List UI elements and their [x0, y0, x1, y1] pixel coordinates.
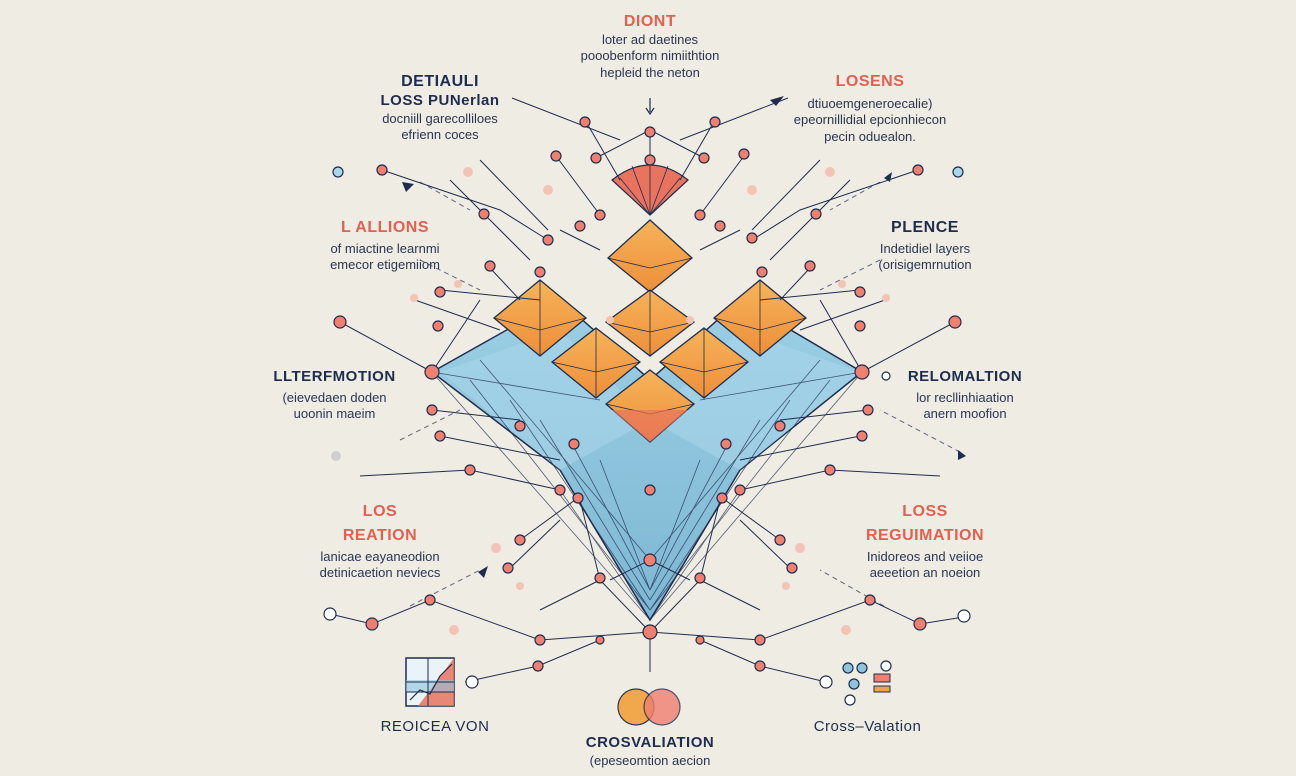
outer-connection-lines — [329, 97, 971, 683]
label-bottom-right-title: Cross–Valation — [813, 718, 922, 735]
label-top-right-line2: epeornillidial epcionhiecon — [793, 112, 947, 128]
label-top-right: LOSENS dtiuoemgeneroecalie) epeornillidi… — [760, 72, 980, 145]
terminal-nodes — [323, 166, 971, 689]
label-right-line2: anern moofion — [923, 406, 1007, 421]
label-top-line1: loter ad daetines — [601, 32, 699, 47]
label-low-right-title2: REGUIMATION — [865, 527, 985, 544]
label-left-title: LLTERFMOTION — [273, 368, 396, 385]
label-top-left: DETIAULI LOSS PUNerlan docniill garecoll… — [340, 72, 540, 143]
label-top-left-line1: docniill garecolliloes — [382, 110, 498, 126]
label-low-left-title: LOS — [362, 503, 398, 520]
diamond-right-outer — [712, 279, 808, 357]
label-top-left-title: DETIAULI — [401, 73, 479, 90]
label-top-right-line1: dtiuoemgeneroecalie) — [807, 96, 933, 111]
label-mid-right-line1: Indetidiel layers — [879, 241, 971, 256]
faded-nodes — [410, 167, 890, 635]
label-low-right-line1: Inidoreos and veiioe — [866, 549, 984, 564]
label-top-line3: hepleid the neton — [600, 64, 700, 80]
label-low-left-line2: detinicaetion neviecs — [319, 565, 441, 581]
label-bottom-right: Cross–Valation — [795, 718, 940, 737]
label-bottom-center-title: CROSVALIATION — [585, 734, 715, 751]
diamond-bottom — [604, 369, 696, 443]
label-low-right: LOSS REGUIMATION Inidoreos and veiioe ae… — [830, 502, 1020, 582]
label-low-right-title: LOSS — [902, 503, 948, 520]
venn-icon — [617, 688, 681, 726]
label-top: DIONT loter ad daetines pooobenform nimi… — [540, 12, 760, 81]
label-top-title: DIONT — [623, 13, 677, 30]
label-left: LLTERFMOTION (eievedaen doden uoonin mae… — [262, 368, 407, 422]
network-nodes — [333, 116, 962, 672]
diamond-left-inner — [550, 327, 642, 399]
top-fan-shape — [611, 160, 689, 216]
label-mid-left: L ALLIONS of miactine learnmi emecor eti… — [290, 218, 480, 274]
diamond-top — [607, 219, 693, 293]
label-low-left: LOS REATION lanicae eayaneodion detinica… — [285, 502, 475, 582]
data-split-chart-icon — [405, 657, 455, 707]
label-top-right-line3: pecin oduealon. — [824, 128, 916, 144]
cross-validation-icon — [842, 660, 892, 706]
dashed-leader-lines — [399, 181, 961, 607]
label-left-line1: (eievedaen doden — [282, 389, 387, 405]
label-right-line1: lor recllinhiaation — [916, 389, 1014, 405]
label-bottom-center: CROSVALIATION (epeseomtion aecion — [545, 734, 755, 769]
diamond-center-mid — [604, 289, 696, 357]
diamond-right-inner — [658, 327, 750, 399]
label-mid-right: PLENCE Indetidiel layers (orisigemrnutio… — [830, 218, 1020, 274]
label-right-title: RELOMALTION — [907, 368, 1023, 385]
orange-diamond-cluster — [492, 219, 808, 443]
blue-funnel-shape — [430, 299, 864, 622]
label-mid-left-line1: of miactine learnmi — [330, 241, 440, 256]
label-low-right-line2: aeeetion an noeion — [869, 565, 981, 581]
label-low-left-title2: REATION — [342, 527, 418, 544]
label-top-right-title: LOSENS — [835, 73, 905, 90]
label-bottom-left-title: REOICEA VON — [380, 718, 490, 735]
label-right: RELOMALTION lor recllinhiaation anern mo… — [890, 368, 1040, 422]
label-bottom-left: REOICEA VON — [360, 718, 510, 737]
label-mid-left-title: L ALLIONS — [340, 219, 430, 236]
diamond-left-outer — [492, 279, 588, 357]
label-mid-left-line2: emecor etigemiiom — [330, 257, 440, 273]
label-top-left-line2: efrienn coces — [401, 127, 479, 142]
label-mid-right-title: PLENCE — [891, 219, 959, 236]
label-mid-right-line2: (orisigemrnution — [878, 257, 972, 273]
label-low-left-line1: lanicae eayaneodion — [320, 549, 440, 564]
label-bottom-center-line1: (epeseomtion aecion — [589, 752, 711, 768]
arrow-markers — [402, 96, 966, 578]
label-top-line2: pooobenform nimiithtion — [580, 48, 720, 64]
label-top-left-title2: LOSS PUNerlan — [380, 92, 500, 109]
label-left-line2: uoonin maeim — [293, 406, 376, 421]
